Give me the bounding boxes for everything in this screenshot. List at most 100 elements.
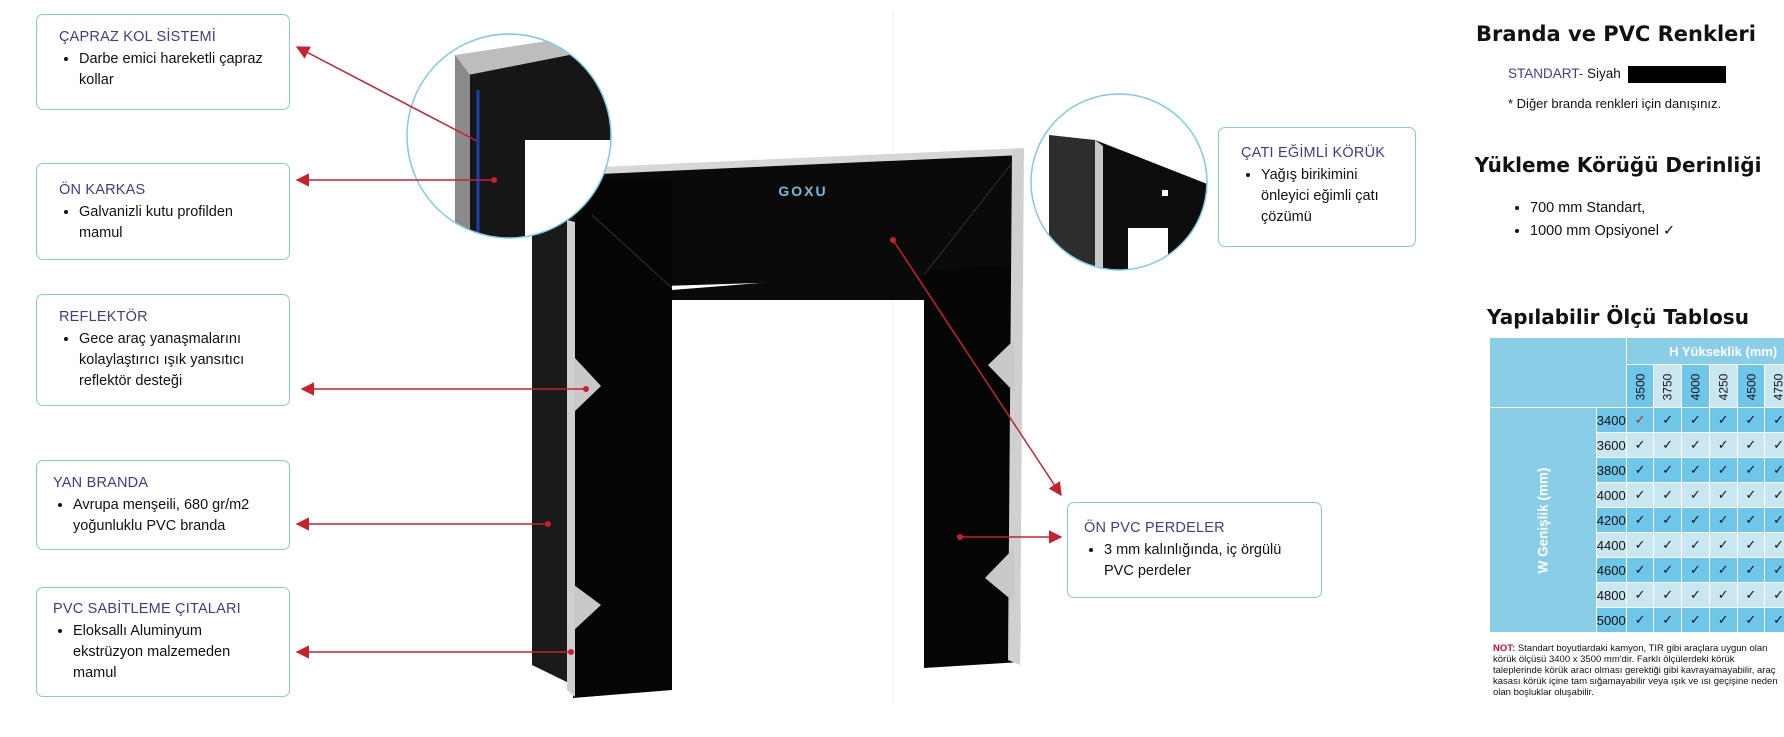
height-value: 4250 <box>1716 373 1731 400</box>
check-icon: ✓ <box>1708 607 1738 633</box>
width-value: 5000 <box>1595 607 1627 633</box>
width-value: 3400 <box>1595 407 1627 433</box>
callout-arrows <box>295 46 1063 659</box>
check-icon: ✓ <box>1736 507 1766 533</box>
width-value: 4600 <box>1595 557 1627 583</box>
loading-dock-shelter-diagram: GOXU <box>295 10 1208 705</box>
check-icon: ✓ <box>1653 457 1683 483</box>
check-icon: ✓ <box>1681 532 1710 558</box>
check-icon: ✓ <box>1708 532 1738 558</box>
table-row: 4800✓✓✓✓✓✓✓ <box>1490 582 1784 608</box>
crossarm-detail-circle <box>406 33 612 239</box>
callout-pvc-fixing-strips: PVC SABİTLEME ÇITALARI Eloksallı Aluminy… <box>36 587 290 697</box>
height-header-cell: 4500 <box>1736 364 1766 408</box>
callout-text: Avrupa menşeili, 680 gr/m2 yoğunluklu PV… <box>73 495 269 537</box>
width-header: W Genişlik (mm) <box>1489 407 1597 633</box>
width-value: 4800 <box>1595 582 1627 608</box>
check-icon: ✓ <box>1708 582 1738 608</box>
check-icon: ✓ <box>1653 582 1683 608</box>
height-header-cell: 3500 <box>1625 364 1655 408</box>
width-value: 4400 <box>1595 532 1627 558</box>
callout-title: ÇAPRAZ KOL SİSTEMİ <box>59 29 216 45</box>
table-row: 5000✓✓✓✓✓✓✓ <box>1490 607 1784 633</box>
height-header: H Yükseklik (mm) <box>1625 337 1784 365</box>
check-icon: ✓ <box>1736 432 1766 458</box>
check-icon: ✓ <box>1764 507 1784 533</box>
check-icon: ✓ <box>1764 457 1784 483</box>
height-header-cell: 4250 <box>1708 364 1738 408</box>
table-note: NOT: Standart boyutlardaki kamyon, TIR g… <box>1493 643 1783 698</box>
callout-crossarm-system: ÇAPRAZ KOL SİSTEMİ Darbe emici hareketli… <box>36 14 290 110</box>
check-icon: ✓ <box>1736 457 1766 483</box>
callout-side-tarp: YAN BRANDA Avrupa menşeili, 680 gr/m2 yo… <box>36 460 290 550</box>
check-icon: ✓ <box>1736 407 1766 433</box>
callout-reflector: REFLEKTÖR Gece araç yanaşmalarını kolayl… <box>36 294 290 406</box>
check-icon: ✓ <box>1625 407 1655 433</box>
callout-title: PVC SABİTLEME ÇITALARI <box>53 601 241 617</box>
check-icon: ✓ <box>1764 482 1784 508</box>
colors-title: Branda ve PVC Renkleri <box>1476 22 1756 46</box>
check-icon: ✓ <box>1708 407 1738 433</box>
callout-text: Darbe emici hareketli çapraz kollar <box>79 49 269 91</box>
check-icon: ✓ <box>1653 407 1683 433</box>
callout-title: ÇATI EĞİMLİ KÖRÜK <box>1241 145 1386 161</box>
check-icon: ✓ <box>1764 582 1784 608</box>
check-icon: ✓ <box>1764 532 1784 558</box>
check-icon: ✓ <box>1708 482 1738 508</box>
depth-title: Yükleme Körüğü Derinliği <box>1474 153 1762 177</box>
brand-logo: GOXU <box>778 183 827 199</box>
check-icon: ✓ <box>1653 607 1683 633</box>
note-label: NOT: <box>1493 643 1516 654</box>
height-header-cell: 3750 <box>1653 364 1683 408</box>
check-icon: ✓ <box>1625 457 1655 483</box>
height-header-cell: 4000 <box>1681 364 1710 408</box>
width-label: W Genişlik (mm) <box>1535 467 1551 573</box>
table-row: 4600✓✓✓✓✓✓✓ <box>1490 557 1784 583</box>
check-icon: ✓ <box>1625 532 1655 558</box>
check-icon: ✓ <box>1708 557 1738 583</box>
callout-text: Eloksallı Aluminyum ekstrüzyon malzemede… <box>73 621 269 684</box>
height-value: 3750 <box>1660 373 1675 400</box>
check-icon: ✓ <box>1708 432 1738 458</box>
check-icon: ✓ <box>1681 557 1710 583</box>
check-icon: ✓ <box>1625 557 1655 583</box>
table-corner <box>1489 337 1627 408</box>
callout-title: YAN BRANDA <box>53 475 149 491</box>
check-icon: ✓ <box>1708 507 1738 533</box>
check-icon: ✓ <box>1681 457 1710 483</box>
check-icon: ✓ <box>1653 482 1683 508</box>
standard-color-row: STANDART- Siyah <box>1508 66 1621 81</box>
callout-front-frame: ÖN KARKAS Galvanizli kutu profilden mamu… <box>36 163 290 260</box>
note-text: Standart boyutlardaki kamyon, TIR gibi a… <box>1493 643 1778 698</box>
table-row: 4200✓✓✓✓✓✓✓ <box>1490 507 1784 533</box>
width-value: 3600 <box>1595 432 1627 458</box>
check-icon: ✓ <box>1625 607 1655 633</box>
check-icon: ✓ <box>1681 407 1710 433</box>
check-icon: ✓ <box>1764 432 1784 458</box>
size-table-title: Yapılabilir Ölçü Tablosu <box>1487 305 1749 329</box>
check-icon: ✓ <box>1736 607 1766 633</box>
check-icon: ✓ <box>1681 607 1710 633</box>
check-icon: ✓ <box>1736 582 1766 608</box>
callout-title: REFLEKTÖR <box>59 309 148 325</box>
table-row: W Genişlik (mm)3400✓✓✓✓✓✓✓ <box>1489 407 1784 633</box>
check-icon: ✓ <box>1736 557 1766 583</box>
check-icon: ✓ <box>1625 582 1655 608</box>
check-icon: ✓ <box>1653 507 1683 533</box>
depth-option: 700 mm Standart, <box>1530 197 1675 220</box>
height-value: 4750 <box>1771 373 1784 400</box>
width-value: 4200 <box>1595 507 1627 533</box>
width-value: 4000 <box>1595 482 1627 508</box>
table-row: 4000✓✓✓✓✓✓✓ <box>1490 482 1784 508</box>
check-icon: ✓ <box>1681 482 1710 508</box>
check-icon: ✓ <box>1653 432 1683 458</box>
standard-color-name: Siyah <box>1587 66 1621 81</box>
check-icon: ✓ <box>1625 482 1655 508</box>
depth-option: 1000 mm Opsiyonel ✓ <box>1530 220 1675 243</box>
table-row: 4400✓✓✓✓✓✓✓ <box>1490 532 1784 558</box>
roof-detail-circle <box>1030 93 1208 271</box>
check-icon: ✓ <box>1764 607 1784 633</box>
check-icon: ✓ <box>1653 557 1683 583</box>
check-icon: ✓ <box>1653 532 1683 558</box>
callout-text: Galvanizli kutu profilden mamul <box>79 202 269 244</box>
